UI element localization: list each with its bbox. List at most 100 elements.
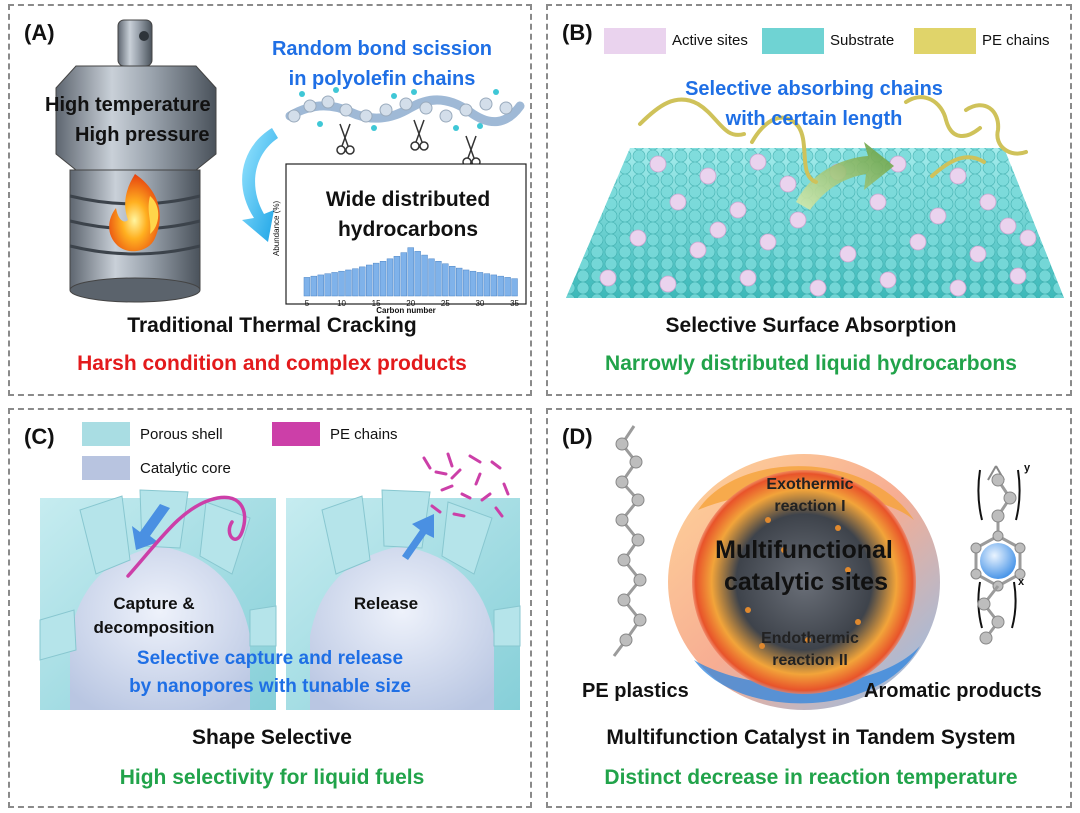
histogram-bar [511,278,518,297]
histogram-tick-label: 30 [475,299,484,308]
center-line-1: Multifunctional [715,536,893,564]
histogram-bar [303,277,311,297]
active-site [879,271,897,289]
released-fragments [422,452,510,518]
panel-d-label: (D) [562,424,593,449]
histogram-bar [366,264,373,297]
panel-b-label: (B) [562,20,593,45]
legend-label-pe-chains: PE chains [982,32,1050,49]
active-site [929,207,947,225]
histogram-bar [372,262,380,297]
active-site [789,211,807,229]
active-site [749,153,767,171]
panel-b-title: Selective Surface Absorption [665,314,957,337]
active-site [949,167,967,185]
active-site [659,275,677,293]
panel-a-subtitle: Harsh condition and complex products [77,352,467,375]
active-site [699,167,717,185]
legend-swatch-catalytic-core [82,456,130,480]
active-site [709,221,727,239]
active-site [869,193,887,211]
panel-b: (B) Active sites Substrate PE chains [546,4,1072,396]
condition-line-1: High temperature [45,94,211,116]
histogram-bar [490,274,497,297]
histogram-bar [386,258,394,297]
active-site [809,279,827,297]
histogram-x-label: Carbon number [376,306,436,315]
histogram-bar [331,272,338,297]
histogram-tick-label: 25 [441,299,450,308]
reactor-vessel [55,19,217,303]
histogram-bar [345,269,352,297]
histogram-bar [414,251,421,297]
histogram-bar [469,270,477,297]
histogram-bar [338,270,345,297]
panel-d-title: Multifunction Catalyst in Tandem System [606,726,1016,749]
legend-label-pe-chains: PE chains [330,426,398,443]
scission-line-1: Random bond scission [271,38,493,60]
histogram-bar [455,267,463,297]
histogram-tick-label: 35 [510,299,519,308]
histogram-bar [421,254,428,297]
histogram-tick-label: 10 [337,299,346,308]
exothermic-line-1: Exothermic [766,476,854,493]
histogram-bar [428,258,435,297]
active-site [649,155,667,173]
annotation-line-2: with certain length [725,108,903,130]
active-site [629,229,647,247]
panel-b-subtitle: Narrowly distributed liquid hydrocarbons [605,352,1017,375]
particle-release [286,489,521,710]
histogram-bar [442,263,449,297]
active-site [779,175,797,193]
pe-chains [638,95,1028,184]
legend-label-catalytic-core: Catalytic core [140,460,231,477]
polymer-chain [285,87,525,131]
legend-label-substrate: Substrate [830,32,895,49]
histogram-bar [352,268,359,297]
histogram-bar [476,272,484,297]
capture-arrow [132,504,170,550]
active-site [669,193,687,211]
pe-chain-capture [126,495,247,578]
active-site [689,241,707,259]
panel-c-annotation-line-2: by nanopores with tunable size [129,676,411,697]
capture-line-1: Capture & [113,594,195,613]
active-sites [599,153,1037,297]
legend-label-active-sites: Active sites [672,32,748,49]
endothermic-line-2: reaction II [772,652,848,669]
active-site [979,193,997,211]
panel-a-graphic: 5 10 15 20 25 30 35 [55,19,527,308]
green-arrow [796,142,894,210]
panel-a-label: (A) [24,20,55,45]
panel-d-subtitle: Distinct decrease in reaction temperatur… [604,766,1018,789]
subscript-y: y [1024,462,1031,474]
condition-line-2: High pressure [75,124,210,146]
release-label: Release [353,594,419,613]
active-site [1009,267,1027,285]
histogram-tick-label: 5 [305,299,310,308]
panel-a: (A) [8,4,532,396]
histogram-tick-label: 20 [406,299,415,308]
release-arrow [402,514,434,560]
active-site [889,155,907,173]
histogram-title-line-1: Wide distributed [325,188,491,211]
center-line-2: catalytic sites [724,568,888,596]
histogram-tick-label: 15 [372,299,381,308]
histogram-bar [497,275,504,297]
legend-swatch-pe-chains [272,422,320,446]
histogram-bar [483,273,491,297]
histogram-bars [303,247,518,297]
scission-line-2: in polyolefin chains [288,68,476,90]
subscript-x: x [1018,576,1025,588]
histogram-bar [324,273,331,297]
pe-plastics-caption: PE plastics [582,680,689,702]
panel-d: (D) [546,408,1072,808]
capture-line-2: decomposition [93,618,215,637]
histogram-bar [400,252,408,297]
aromatic-molecule [970,465,1026,645]
pe-chain-molecule [612,425,647,657]
fire-icon [109,174,160,252]
active-site [839,245,857,263]
histogram-bar [504,277,511,297]
active-site [759,233,777,251]
